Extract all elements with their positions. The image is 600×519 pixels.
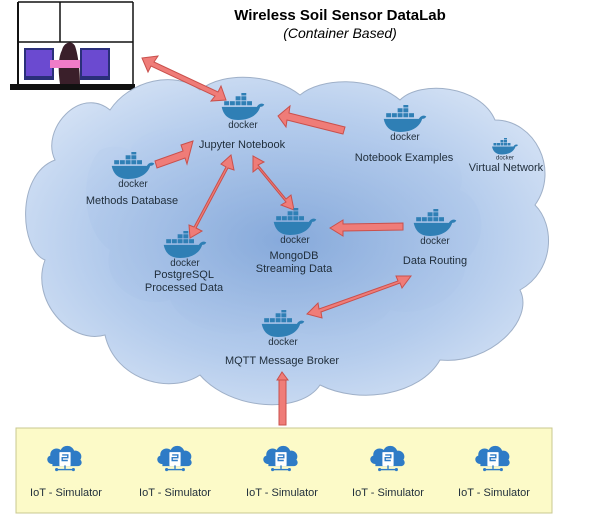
mongodb-label-1: MongoDB bbox=[270, 250, 319, 262]
iot-simulators: IoT - Simulator IoT - Simulator IoT - Si… bbox=[30, 445, 530, 499]
examples-label: Notebook Examples bbox=[355, 152, 454, 164]
node-virtual-network: Virtual Network bbox=[469, 138, 544, 174]
node-mqtt: MQTT Message Broker bbox=[225, 310, 339, 367]
mqtt-label: MQTT Message Broker bbox=[225, 355, 339, 367]
arrow-iot-mqtt bbox=[276, 371, 289, 426]
postgres-label-2: Processed Data bbox=[145, 282, 224, 294]
node-jupyter: Jupyter Notebook bbox=[199, 93, 286, 151]
virtual-network-label: Virtual Network bbox=[469, 162, 544, 174]
iot-simulator: IoT - Simulator bbox=[139, 445, 211, 499]
diagram-subtitle: (Container Based) bbox=[283, 25, 397, 41]
node-examples: Notebook Examples bbox=[355, 105, 454, 164]
iot-simulator-label: IoT - Simulator bbox=[458, 487, 530, 499]
arrow-routing-mqtt bbox=[306, 275, 412, 319]
diagram-title: Wireless Soil Sensor DataLab bbox=[234, 7, 446, 24]
arrow-methods-jupyter bbox=[154, 140, 194, 169]
iot-simulator: IoT - Simulator bbox=[352, 445, 424, 499]
iot-simulator-label: IoT - Simulator bbox=[246, 487, 318, 499]
arrow-routing-mongodb bbox=[329, 219, 404, 237]
node-methods: Methods Database bbox=[86, 152, 178, 207]
iot-simulator-label: IoT - Simulator bbox=[30, 487, 102, 499]
jupyter-label: Jupyter Notebook bbox=[199, 139, 286, 151]
methods-label: Methods Database bbox=[86, 195, 178, 207]
arrow-user-jupyter bbox=[141, 55, 227, 102]
arrows bbox=[141, 55, 412, 426]
iot-simulator: IoT - Simulator bbox=[458, 445, 530, 499]
node-routing: Data Routing bbox=[403, 209, 467, 267]
postgres-label-1: PostgreSQL bbox=[154, 269, 214, 281]
iot-simulator-label: IoT - Simulator bbox=[139, 487, 211, 499]
routing-label: Data Routing bbox=[403, 255, 467, 267]
node-mongodb: MongoDB Streaming Data bbox=[256, 208, 333, 275]
iot-simulator: IoT - Simulator bbox=[246, 445, 318, 499]
arrow-jupyter-postgres bbox=[188, 154, 235, 239]
mongodb-label-2: Streaming Data bbox=[256, 263, 333, 275]
node-postgres: PostgreSQL Processed Data bbox=[145, 231, 224, 294]
iot-simulator: IoT - Simulator bbox=[30, 445, 102, 499]
iot-panel bbox=[15, 427, 553, 514]
arrow-examples-jupyter bbox=[277, 104, 346, 135]
user-illustration bbox=[10, 1, 135, 90]
iot-simulator-label: IoT - Simulator bbox=[352, 487, 424, 499]
